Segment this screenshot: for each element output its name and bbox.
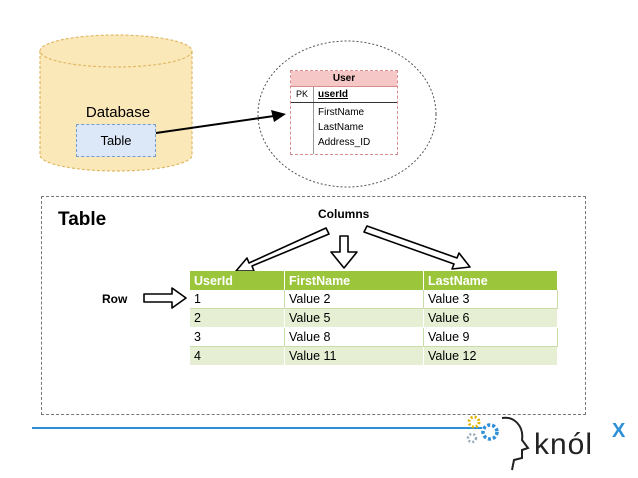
- table-cell: Value 6: [423, 308, 558, 328]
- table-cell: 3: [190, 327, 285, 347]
- database-table-label: Table: [100, 133, 132, 148]
- table-cell: 4: [190, 346, 285, 366]
- row-label: Row: [102, 292, 128, 306]
- table-cell: Value 9: [423, 327, 558, 347]
- table-cell: 2: [190, 308, 285, 328]
- table-cell: Value 11: [284, 346, 424, 366]
- data-table: UserId FirstName LastName 1 Value 2 Valu…: [190, 271, 558, 366]
- pk-tag: PK: [291, 87, 314, 102]
- table-cell: Value 8: [284, 327, 424, 347]
- database-table-box: Table: [76, 124, 156, 157]
- column-header-userid: UserId: [190, 271, 285, 290]
- table-section-title: Table: [58, 209, 107, 230]
- column-arrows-icon: [235, 225, 471, 272]
- columns-label: Columns: [318, 207, 370, 221]
- table-cell: Value 2: [284, 290, 424, 309]
- brand-text: knól: [534, 428, 594, 461]
- row-arrow-icon: [143, 287, 187, 309]
- entity-gutter: [291, 103, 314, 154]
- pointer-arrow-icon: [155, 110, 286, 134]
- column-header-firstname: FirstName: [284, 271, 424, 290]
- entity-pk-row: PK userId: [291, 87, 397, 103]
- table-cell: Value 5: [284, 308, 424, 328]
- table-header-row: UserId FirstName LastName: [190, 271, 558, 290]
- table-cell: 1: [190, 290, 285, 309]
- database-label: Database: [85, 104, 151, 121]
- table-section-frame: [41, 196, 586, 415]
- table-row: 1 Value 2 Value 3: [190, 290, 558, 309]
- knolx-logo-icon: [466, 415, 530, 471]
- table-row: 2 Value 5 Value 6: [190, 308, 558, 328]
- entity-name: User: [291, 71, 397, 87]
- table-cell: Value 12: [423, 346, 558, 366]
- brand-superscript: X: [612, 420, 626, 442]
- entity-field: FirstName: [318, 107, 365, 118]
- entity-field: Address_ID: [318, 137, 371, 148]
- table-cell: Value 3: [423, 290, 558, 309]
- entity-field: LastName: [318, 122, 364, 133]
- table-row: 4 Value 11 Value 12: [190, 346, 558, 366]
- pk-field: userId: [318, 89, 349, 100]
- column-header-lastname: LastName: [423, 271, 558, 290]
- user-entity: User PK userId FirstName LastName Addres…: [290, 70, 398, 155]
- table-row: 3 Value 8 Value 9: [190, 327, 558, 347]
- divider-line: [32, 427, 482, 429]
- entity-fields: FirstName LastName Address_ID: [291, 103, 397, 154]
